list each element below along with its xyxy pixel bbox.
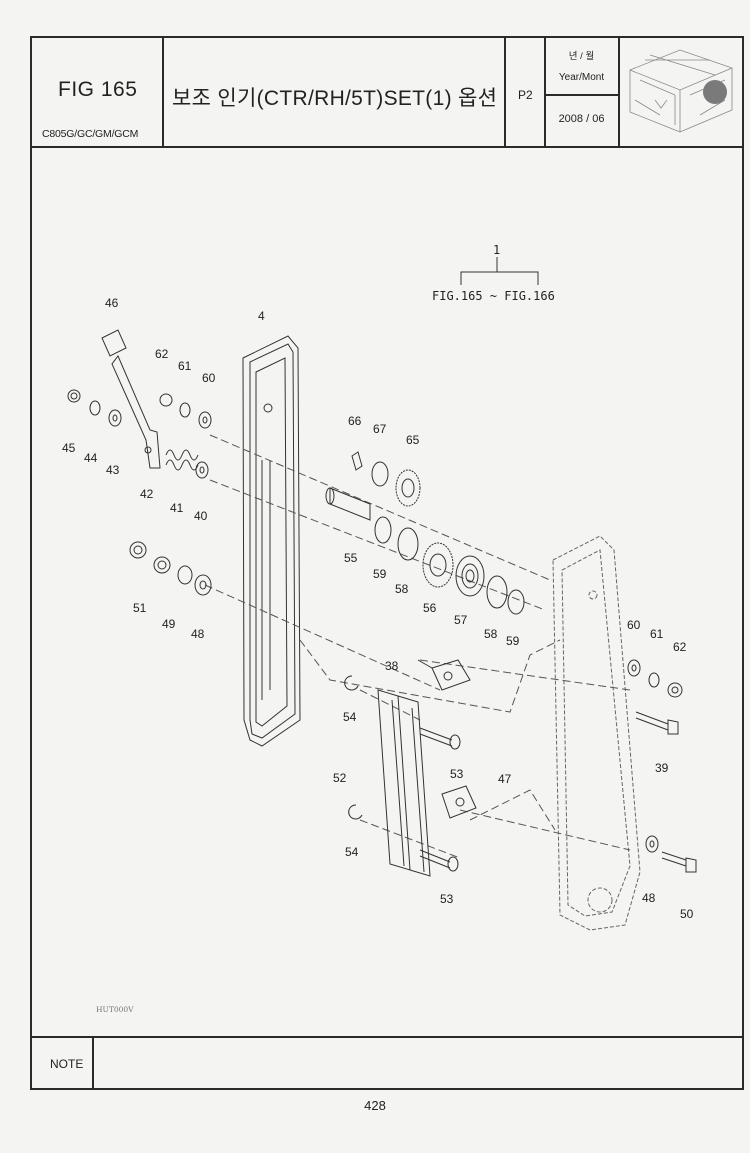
- callout-47: 47: [498, 772, 512, 786]
- callout-61: 61: [178, 359, 192, 373]
- callout-62: 62: [155, 347, 169, 361]
- callout-62: 62: [673, 640, 687, 654]
- header-sep-1: [162, 38, 164, 146]
- header-sep-3: [544, 38, 546, 146]
- header-sep-4: [618, 38, 620, 146]
- callout-61: 61: [650, 627, 664, 641]
- callout-59: 59: [373, 567, 387, 581]
- note-label: NOTE: [50, 1057, 84, 1071]
- callout-54: 54: [345, 845, 359, 859]
- callout-56: 56: [423, 601, 437, 615]
- revision-date: 2008 / 06: [558, 113, 605, 125]
- ref-part-number: 1: [493, 243, 500, 257]
- ref-fig-range: FIG.165 ~ FIG.166: [432, 289, 555, 303]
- callout-45: 45: [62, 441, 76, 455]
- page-number: 428: [364, 1098, 386, 1113]
- callout-54: 54: [343, 710, 357, 724]
- callout-43: 43: [106, 463, 120, 477]
- callout-60: 60: [627, 618, 641, 632]
- year-month-kr: 년 / 월: [568, 51, 595, 62]
- callout-38: 38: [385, 659, 399, 673]
- callout-55: 55: [344, 551, 358, 565]
- callout-66: 66: [348, 414, 362, 428]
- callout-53: 53: [450, 767, 464, 781]
- callout-49: 49: [162, 617, 176, 631]
- callout-65: 65: [406, 433, 420, 447]
- note-sep: [92, 1036, 94, 1088]
- callout-4: 4: [258, 309, 265, 323]
- callout-59: 59: [506, 634, 520, 648]
- machine-thumbnail: [629, 49, 733, 133]
- callout-52: 52: [333, 771, 347, 785]
- model-list: C805G/GC/GM/GCM: [42, 128, 139, 140]
- callout-44: 44: [84, 451, 98, 465]
- callout-51: 51: [133, 601, 147, 615]
- header-sep-2: [504, 38, 506, 146]
- callout-48: 48: [191, 627, 205, 641]
- note-divider: [32, 1036, 742, 1038]
- date-divider: [544, 94, 618, 96]
- page-code: P2: [518, 88, 533, 102]
- callout-60: 60: [202, 371, 216, 385]
- callout-67: 67: [373, 422, 387, 436]
- callout-39: 39: [655, 761, 669, 775]
- header-divider: [32, 146, 742, 148]
- callout-layer: 4 46 62 61 60 45 44 43 42 41 40 66 67 65 55 59 58 56 57 58 5…: [62, 296, 694, 921]
- page-frame: FIG 165 C805G/GC/GM/GCM 보조 인기(CTR/RH/5T)…: [30, 36, 744, 1090]
- callout-58: 58: [395, 582, 409, 596]
- callout-41: 41: [170, 501, 184, 515]
- callout-40: 40: [194, 509, 208, 523]
- callout-53: 53: [440, 892, 454, 906]
- fig-number: FIG 165: [58, 78, 138, 101]
- page-title: 보조 인기(CTR/RH/5T)SET(1) 옵션: [172, 87, 498, 110]
- callout-46: 46: [105, 296, 119, 310]
- callout-48: 48: [642, 891, 656, 905]
- callout-57: 57: [454, 613, 468, 627]
- callout-50: 50: [680, 907, 694, 921]
- callout-42: 42: [140, 487, 154, 501]
- year-month-en: Year/Mont: [558, 72, 605, 83]
- drawing-code: HUT000V: [96, 1005, 134, 1014]
- callout-58: 58: [484, 627, 498, 641]
